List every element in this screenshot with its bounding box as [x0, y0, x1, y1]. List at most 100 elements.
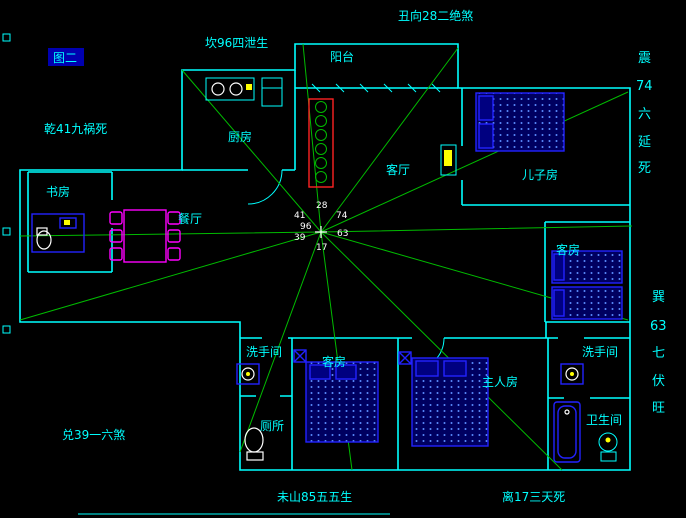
star-number-bottom: 17: [316, 243, 327, 253]
compass-east-upper-char: 六: [638, 107, 651, 122]
kitchen-door-arc: [247, 169, 283, 205]
basin-tap: [246, 372, 250, 376]
dining-chair: [167, 211, 181, 225]
room-label-kitchen: 厨房: [228, 129, 252, 144]
room-label-guest-room-east: 客房: [556, 242, 580, 257]
nightstand: [398, 351, 412, 365]
star-number-top: 28: [316, 201, 328, 211]
outer-walls: [19, 43, 631, 471]
sector-lines: [19, 43, 633, 471]
stove-burner: [229, 82, 243, 96]
fridge: [261, 77, 283, 107]
compass-southeast: 离17三天死: [502, 489, 565, 504]
compass-top-left: 坎96四泄生: [205, 36, 268, 50]
grid-tick-marks: [2, 33, 11, 334]
basin-bowl: [241, 367, 255, 381]
planter-box: [308, 98, 334, 188]
nightstand: [293, 349, 307, 363]
pillow: [553, 253, 565, 281]
desk-monitor: [59, 217, 77, 229]
tick-mark: [2, 33, 11, 42]
compass-east-lower-char: 七: [652, 346, 665, 361]
door-leaf: [440, 144, 457, 176]
nightstand-cross: [293, 349, 307, 363]
room-label-bathroom: 卫生间: [586, 413, 622, 427]
room-label-washroom-left: 洗手间: [246, 345, 282, 359]
door-panel: [444, 150, 452, 166]
dining-table: [123, 209, 167, 263]
balcony-door-ticks: [311, 83, 441, 93]
desk-lamp: [64, 220, 70, 225]
guest-south-bed: [293, 349, 379, 443]
plant: [315, 115, 327, 127]
star-number-right: 63: [337, 229, 348, 239]
compass-east-lower-char: 旺: [652, 401, 665, 416]
son-room-bed: [475, 92, 565, 152]
plant: [315, 143, 327, 155]
pillow: [335, 364, 357, 380]
compass-south: 未山85五五生: [277, 490, 352, 504]
pillow: [309, 364, 331, 380]
room-label-washroom-right: 洗手间: [582, 345, 618, 359]
compass-east-lower-char: 巽: [652, 290, 665, 305]
room-label-son-room: 儿子房: [522, 167, 558, 182]
room-label-dining-room: 餐厅: [178, 211, 202, 226]
wash-basin: [236, 363, 260, 385]
center-star-numbers: 28 41 74 96 39 63 17: [294, 201, 348, 253]
wash-basin: [560, 363, 584, 385]
compass-southwest: 兑39一六煞: [62, 428, 125, 442]
kitchen-furniture: [205, 77, 283, 107]
chair-back: [36, 227, 48, 236]
kitchen-counter: [205, 77, 255, 101]
bathtub-inner: [557, 405, 577, 459]
tick-mark: [2, 325, 11, 334]
plant: [315, 157, 327, 169]
sector-line: [19, 43, 633, 471]
compass-east-upper-char: 74: [636, 79, 653, 94]
dining-chair: [167, 247, 181, 261]
compass-east-upper-char: 震: [638, 51, 651, 66]
basin-tap: [570, 372, 574, 376]
pillow: [443, 360, 467, 377]
room-label-study: 书房: [46, 184, 70, 199]
dining-set: [109, 209, 181, 263]
room-label-master-room: 主人房: [482, 374, 518, 389]
star-number-lower-left: 39: [294, 233, 306, 243]
washroom-right-fixtures: [560, 363, 584, 385]
figure-tag-label: 图二: [53, 51, 77, 65]
interior-walls: [27, 70, 630, 470]
bathtub-drain: [564, 409, 570, 415]
room-label-living-room: 客厅: [386, 162, 410, 177]
guest-east-beds: [551, 250, 623, 320]
bathroom-fixtures: [553, 401, 618, 463]
star-number-upper-left: 41: [294, 211, 305, 221]
dining-chair: [109, 229, 123, 243]
toilet-room-fixtures: [244, 427, 264, 461]
study-furniture: [31, 213, 85, 253]
room-label-guest-room-south: 客房: [322, 354, 346, 369]
room-labels: 阳台 厨房 客厅 儿子房 书房 餐厅 客房 洗手间 客房 主人房 洗手间 厕所 …: [46, 49, 622, 433]
compass-east-lower-char: 63: [650, 319, 667, 334]
son-room-door: [440, 144, 457, 176]
figure-tag: 图二: [48, 48, 84, 66]
dining-chair: [109, 211, 123, 225]
pillow: [415, 360, 439, 377]
toilet-tank: [246, 451, 264, 461]
planter-screen: [308, 98, 334, 188]
star-number-upper-right: 74: [336, 211, 348, 221]
toilet-flush: [605, 437, 611, 443]
figure-tag-bg: [48, 48, 84, 66]
dining-chair: [109, 247, 123, 261]
desk-chair: [36, 230, 52, 250]
compass-annotations: 丑向28二绝煞 坎96四泄生 乾41九祸死 兑39一六煞 未山85五五生 离17…: [44, 8, 667, 504]
room-label-balcony: 阳台: [330, 49, 354, 64]
stove-burner: [211, 82, 225, 96]
star-number-left: 96: [300, 222, 312, 232]
compass-east-lower-char: 伏: [652, 374, 665, 389]
nightstand-cross: [398, 351, 412, 365]
room-label-toilet-room: 厕所: [260, 419, 284, 433]
plant: [315, 171, 327, 183]
center-mark: [315, 226, 327, 238]
